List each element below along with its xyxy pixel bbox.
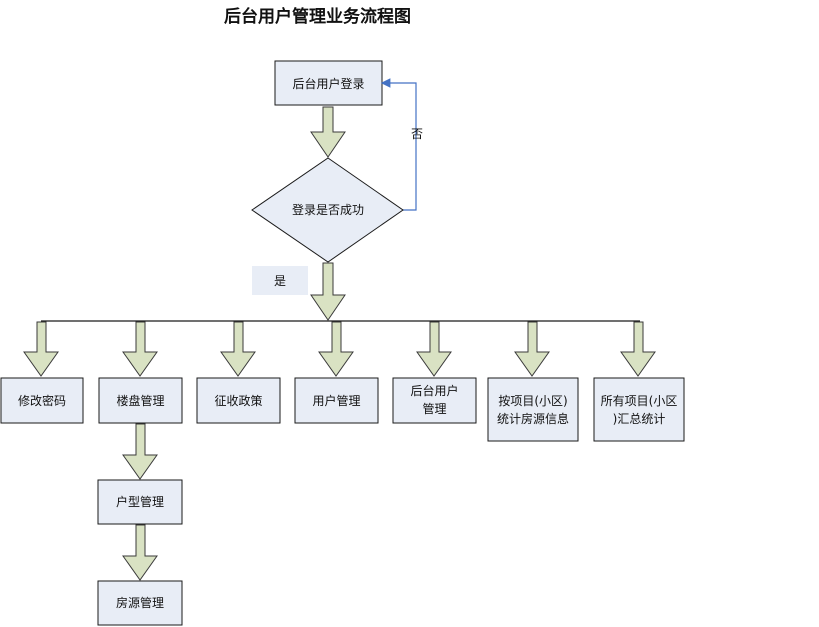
arrow-building-to-unit-type (122, 423, 158, 480)
arrow-decision-to-bus (310, 262, 346, 321)
policy-label: 征收政策 (214, 394, 262, 408)
user-mgmt-box: 用户管理 (294, 377, 379, 424)
unit-type-label: 户型管理 (116, 494, 164, 509)
arrow-to-project-stats (514, 321, 550, 377)
arrow-to-all-stats (620, 321, 656, 377)
arrow-login-to-decision (310, 106, 346, 158)
unit-type-box: 户型管理 (97, 479, 183, 525)
admin-mgmt-box: 后台用户 管理 (392, 377, 477, 424)
user-mgmt-label: 用户管理 (312, 393, 360, 408)
login-label: 后台用户登录 (292, 76, 364, 91)
change-password-label: 修改密码 (18, 393, 66, 408)
project-stats-box: 按项目(小区) 统计房源信息 (487, 377, 579, 442)
login-box: 后台用户登录 (274, 60, 383, 106)
yes-label: 是 (274, 274, 286, 288)
arrow-to-user-mgmt (318, 321, 354, 377)
housing-label: 房源管理 (116, 595, 164, 610)
building-box: 楼盘管理 (98, 377, 183, 424)
all-stats-label-line1: 所有项目(小区 (601, 394, 678, 408)
all-stats-label-line2: )汇总统计 (613, 412, 666, 426)
arrow-to-change-password (23, 321, 59, 377)
no-label: 否 (411, 127, 423, 141)
project-stats-label-line1: 按项目(小区) (498, 394, 567, 408)
all-stats-box: 所有项目(小区 )汇总统计 (593, 377, 685, 442)
arrow-to-policy (220, 321, 256, 377)
admin-mgmt-label-line2: 管理 (422, 401, 446, 416)
policy-box: 征收政策 (196, 377, 281, 424)
diagram-title: 后台用户管理业务流程图 (224, 7, 411, 27)
yes-label-box: 是 (252, 266, 308, 295)
decision-diamond: 登录是否成功 (251, 157, 404, 263)
housing-box: 房源管理 (97, 580, 183, 626)
arrow-unit-type-to-housing (122, 524, 158, 581)
decision-label: 登录是否成功 (292, 202, 364, 217)
arrow-to-admin-mgmt (416, 321, 452, 377)
project-stats-label-line2: 统计房源信息 (497, 411, 569, 426)
no-loop-connector (380, 78, 417, 211)
admin-mgmt-label-line1: 后台用户 (410, 383, 458, 398)
building-label: 楼盘管理 (116, 393, 164, 408)
arrow-to-building (122, 321, 158, 377)
change-password-box: 修改密码 (0, 377, 84, 424)
